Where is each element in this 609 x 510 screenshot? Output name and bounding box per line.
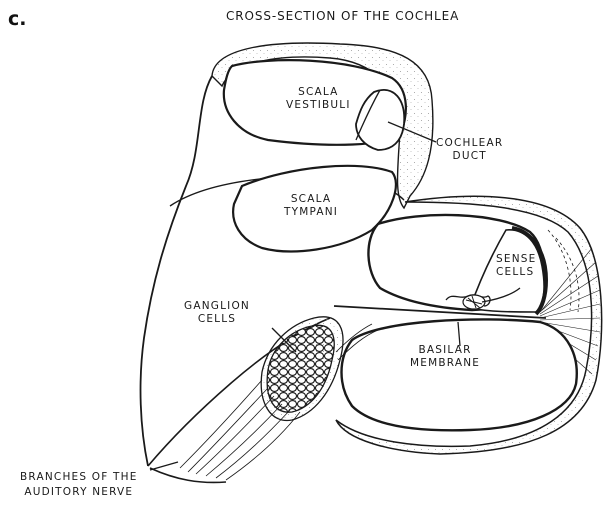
label-scala-tympani: SCALA TYMPANI xyxy=(284,193,338,219)
label-cochlear-duct: COCHLEAR DUCT xyxy=(436,137,503,163)
scala-tympani-line-2: TYMPANI xyxy=(284,206,338,219)
sense-cells-line-2: CELLS xyxy=(496,266,536,279)
label-ganglion-cells: GANGLION CELLS xyxy=(184,300,250,326)
auditory-nerve-line-2: AUDITORY NERVE xyxy=(20,485,138,500)
ganglion-cells xyxy=(267,325,334,412)
nerve-lower-edge xyxy=(150,468,226,482)
scala-tympani-line-1: SCALA xyxy=(284,193,338,206)
label-auditory-nerve: BRANCHES OF THE AUDITORY NERVE xyxy=(20,470,138,500)
auditory-nerve-line-1: BRANCHES OF THE xyxy=(20,470,138,485)
ganglion-cells-line-2: CELLS xyxy=(184,313,250,326)
scala-vestibuli-line-2: VESTIBULI xyxy=(286,99,351,112)
outer-wall-dashes xyxy=(548,230,579,312)
modiolus-outline xyxy=(141,76,212,466)
cochlear-duct-line-2: DUCT xyxy=(436,150,503,163)
label-sense-cells: SENSE CELLS xyxy=(496,253,536,279)
sense-cells-cluster xyxy=(463,295,485,309)
scala-vestibuli-line-1: SCALA xyxy=(286,86,351,99)
cochlear-duct-line-1: COCHLEAR xyxy=(436,137,503,150)
ganglion-cells-line-1: GANGLION xyxy=(184,300,250,313)
basilar-membrane-line-1: BASILAR xyxy=(410,344,480,357)
label-basilar-membrane: BASILAR MEMBRANE xyxy=(410,344,480,370)
leader-nerve xyxy=(150,462,178,470)
sense-cells-line-1: SENSE xyxy=(496,253,536,266)
label-scala-vestibuli: SCALA VESTIBULI xyxy=(286,86,351,112)
basilar-membrane-line-2: MEMBRANE xyxy=(410,357,480,370)
